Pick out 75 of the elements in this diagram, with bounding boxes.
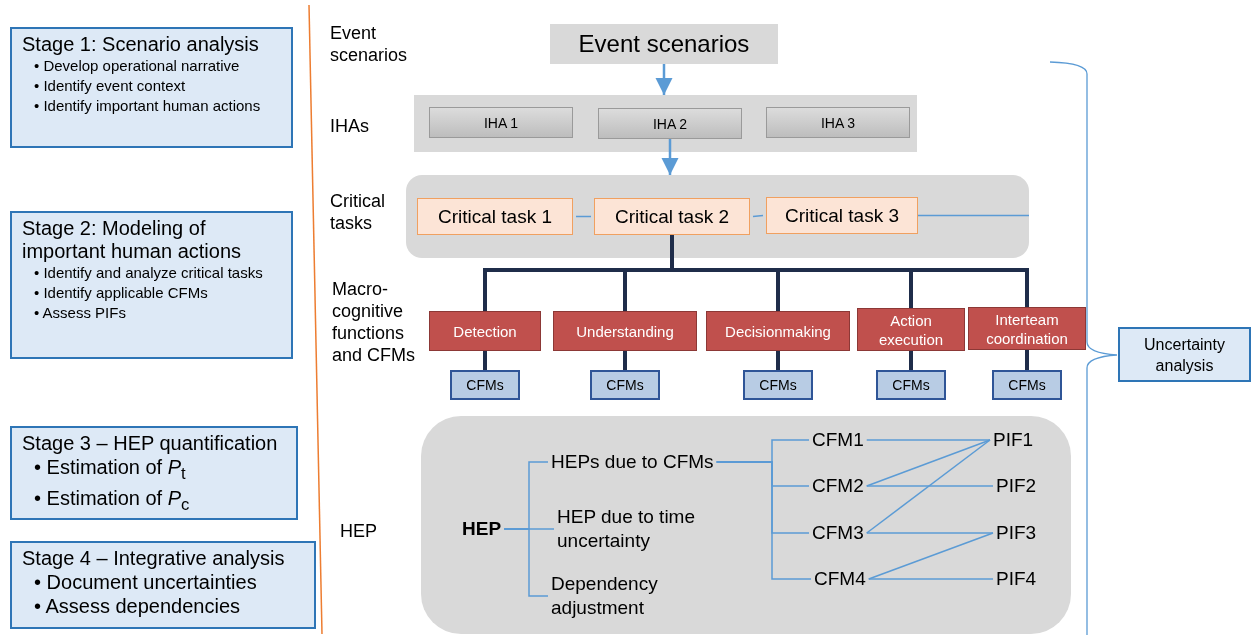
text-label: CFM1 <box>812 428 864 452</box>
connector-line <box>866 439 991 534</box>
cfm-box: CFMs <box>450 370 520 400</box>
connector-line <box>866 485 994 487</box>
row-label: HEP <box>340 520 377 542</box>
text-label: CFM2 <box>812 474 864 498</box>
cfm-box: CFMs <box>992 370 1062 400</box>
action-box: IHA 1 <box>429 107 573 138</box>
task-box: Critical task 2 <box>594 198 750 235</box>
function-box: Understanding <box>553 311 697 351</box>
connector-line <box>868 532 994 580</box>
task-box: Critical task 3 <box>766 197 918 234</box>
connector-line <box>575 215 592 218</box>
text-label: CFM4 <box>814 567 866 591</box>
row-label: IHAs <box>330 115 369 137</box>
arrow <box>655 64 673 95</box>
function-box: Interteam coordination <box>968 307 1086 350</box>
action-box: IHA 3 <box>766 107 910 138</box>
connector-line <box>917 214 1030 217</box>
connector-line <box>866 532 994 534</box>
bullet-item: • Identify important human actions <box>34 96 262 116</box>
stage-box <box>10 541 316 629</box>
bullet-item: • Estimation of P$_{t}$ <box>34 455 187 485</box>
task-box: Critical task 1 <box>417 198 573 235</box>
stage-box <box>10 426 298 520</box>
process-box: Uncertainty analysis <box>1118 327 1251 382</box>
connector-line <box>866 439 991 441</box>
function-box: Decisionmaking <box>706 311 850 351</box>
row-label: Critical tasks <box>330 190 386 234</box>
connector-line <box>715 461 812 580</box>
text-label: HEP due to time uncertainty <box>557 505 717 553</box>
stage-heading: Stage 2: Modeling of important human actions <box>22 217 242 263</box>
connector-line <box>1025 350 1029 370</box>
connector-line <box>623 351 627 370</box>
connector-line <box>866 439 991 487</box>
cfm-box: CFMs <box>876 370 946 400</box>
connector-line <box>776 351 780 370</box>
bullet-item: • Estimation of P$_{c}$ <box>34 486 191 516</box>
text-label: PIF2 <box>996 474 1037 498</box>
text-label: HEP <box>462 517 502 541</box>
action-box: IHA 2 <box>598 108 742 139</box>
function-box: Action execution <box>857 308 965 351</box>
bullet-item: • Document uncertainties <box>34 570 258 594</box>
cfm-box: CFMs <box>590 370 660 400</box>
stage-box <box>10 27 293 148</box>
text-label: PIF3 <box>996 521 1037 545</box>
bullet-item: • Identify applicable CFMs <box>34 283 209 303</box>
stage-heading: Stage 4 – Integrative analysis <box>22 547 286 570</box>
process-box: Event scenarios <box>550 24 778 64</box>
stage-heading: Stage 3 – HEP quantification <box>22 432 279 455</box>
connector-line <box>868 578 994 580</box>
text-label: Dependency adjustment <box>551 572 681 620</box>
group-panel <box>414 95 917 152</box>
function-box: Detection <box>429 311 541 351</box>
bullet-item: • Develop operational narrative <box>34 56 241 76</box>
row-label: Event scenarios <box>330 22 409 66</box>
bullet-item: • Assess PIFs <box>34 303 127 323</box>
bullet-item: • Identify and analyze critical tasks <box>34 263 264 283</box>
arrow <box>661 139 679 175</box>
group-panel <box>421 416 1071 634</box>
text-label: PIF4 <box>996 567 1037 591</box>
group-panel <box>406 175 1029 258</box>
cfm-box: CFMs <box>743 370 813 400</box>
stage-box <box>10 211 293 359</box>
connector-line <box>752 214 764 218</box>
bullet-item: • Identify event context <box>34 76 187 96</box>
connector-line <box>909 351 913 370</box>
text-label: CFM3 <box>812 521 864 545</box>
text-label: HEPs due to CFMs <box>551 450 714 474</box>
connector-line <box>503 528 549 597</box>
connector-line <box>483 351 487 370</box>
bullet-item: • Assess dependencies <box>34 594 242 618</box>
stage-heading: Stage 1: Scenario analysis <box>22 33 260 56</box>
row-label: Macro-cognitive functions and CFMs <box>332 278 417 366</box>
text-label: PIF1 <box>993 428 1034 452</box>
